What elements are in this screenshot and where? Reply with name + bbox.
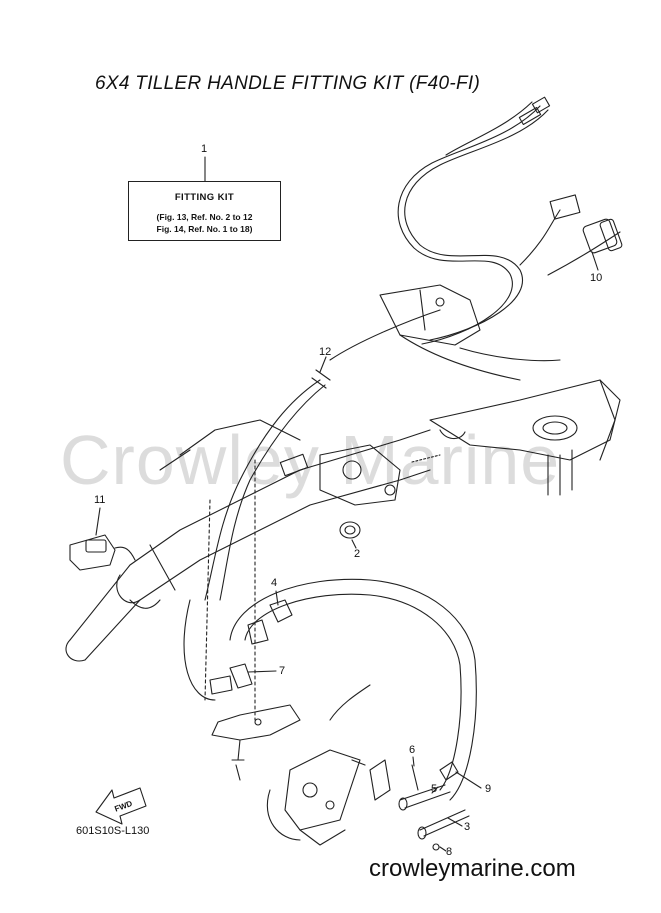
- website-footer: crowleymarine.com: [369, 855, 576, 882]
- washer-part-8: [432, 843, 440, 851]
- tiller-bracket-upper: [379, 284, 561, 381]
- callout-5: 5: [431, 783, 438, 795]
- wire-harness-main: [204, 309, 441, 721]
- callout-1: 1: [201, 143, 208, 155]
- callout-3: 3: [464, 821, 471, 833]
- wire-harness-top: [519, 194, 623, 276]
- wire-loop-lower: [183, 578, 477, 841]
- callout-10: 10: [590, 272, 603, 284]
- fwd-arrow-icon: FWD: [95, 787, 147, 825]
- callout-2: 2: [354, 548, 361, 560]
- control-box-assembly: [284, 684, 391, 846]
- callout-6: 6: [409, 744, 416, 756]
- callout-4: 4: [271, 577, 278, 589]
- callout-12: 12: [319, 346, 332, 358]
- clamp-part-12: [311, 369, 331, 389]
- tiller-arm: [429, 379, 621, 496]
- fitting-kit-heading: FITTING KIT: [174, 192, 235, 203]
- throttle-body: [279, 444, 441, 506]
- fitting-kit-box: FITTING KIT (Fig. 13, Ref. No. 2 to 12 F…: [128, 181, 281, 241]
- connector-harness: [279, 453, 309, 477]
- callout-9: 9: [485, 783, 492, 795]
- callout-11: 11: [94, 494, 106, 506]
- grommet-part-2: [339, 521, 361, 539]
- fitting-kit-line-2: Fig. 14, Ref. No. 1 to 18): [156, 224, 253, 234]
- callout-7: 7: [279, 665, 286, 677]
- connector-10: [582, 218, 618, 254]
- diagram-title: 6X4 TILLER HANDLE FITTING KIT (F40-FI): [95, 73, 481, 94]
- fitting-kit-line-1: (Fig. 13, Ref. No. 2 to 12: [156, 212, 253, 222]
- callout-8: 8: [446, 846, 453, 858]
- throttle-cable-ends: [398, 761, 470, 851]
- bracket-plate-lower: [211, 704, 301, 781]
- diagram-code: 601S10S-L130: [76, 825, 150, 837]
- control-cables: [397, 96, 551, 345]
- clip-part-9: [439, 761, 459, 781]
- leader-lines: [95, 251, 599, 852]
- cable-clamps: [209, 599, 293, 695]
- stop-switch-part-11: [69, 534, 136, 571]
